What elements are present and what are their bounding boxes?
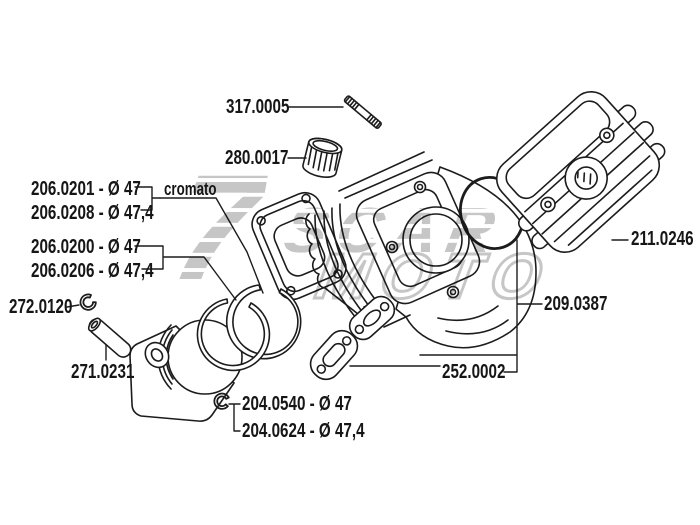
circlip-drawing bbox=[77, 291, 99, 314]
cylinder-head-drawing bbox=[495, 90, 666, 254]
stud-drawing bbox=[343, 95, 382, 129]
callout-cylinder-head: 211.0246 bbox=[631, 228, 694, 250]
callout-cromato: cromato bbox=[164, 179, 217, 199]
callout-small-end-bearing: 280.0017 bbox=[225, 147, 289, 169]
callout-gasket-set: 209.0387 bbox=[544, 293, 608, 315]
piston-rings-drawing bbox=[196, 284, 302, 372]
callout-ring-chrome-47: 206.0201 - Ø 47 bbox=[31, 178, 141, 200]
exhaust-gasket-drawing bbox=[309, 329, 359, 381]
callout-ring-std-47: 206.0200 - Ø 47 bbox=[31, 236, 141, 258]
callout-ring-std-474: 206.0206 - Ø 47,4 bbox=[31, 260, 154, 282]
cylinder-drawing bbox=[305, 151, 537, 349]
callout-piston-47: 204.0540 - Ø 47 bbox=[242, 393, 352, 415]
callout-piston-pin: 271.0231 bbox=[71, 361, 135, 383]
callout-exhaust-gasket: 252.0002 bbox=[442, 361, 506, 383]
needle-bearing-drawing bbox=[302, 137, 343, 178]
callout-ring-chrome-474: 206.0208 - Ø 47,4 bbox=[31, 202, 154, 224]
callout-piston-474: 204.0624 - Ø 47,4 bbox=[242, 420, 365, 442]
callout-circlip: 272.0120 bbox=[9, 296, 73, 318]
base-gasket-drawing bbox=[251, 191, 347, 301]
callout-stud: 317.0005 bbox=[226, 96, 290, 118]
leader-lines bbox=[66, 106, 629, 432]
piston-pin-drawing bbox=[87, 317, 132, 358]
